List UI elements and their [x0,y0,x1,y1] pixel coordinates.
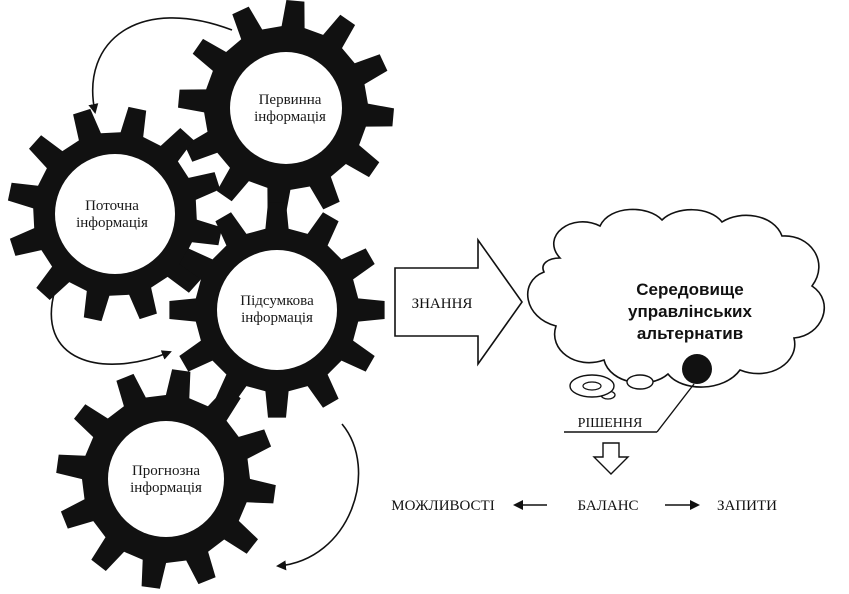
gear-primary-label-1: Первинна [259,92,322,108]
gear-summary-label-2: інформація [241,310,313,326]
gear-current-label-1: Поточна [85,198,139,214]
decision-point-icon [682,354,712,384]
opportunities-label: МОЖЛИВОСТІ [391,498,494,514]
gear-primary: Первинна інформація [178,0,394,216]
gear-primary-label-2: інформація [254,109,326,125]
cloud-title-line-2: управлінських [628,302,752,321]
requests-label: ЗАПИТИ [717,498,777,514]
gear-current-label-2: інформація [76,215,148,231]
gear-forecast: Прогнозна інформація [56,369,276,589]
cycle-arrow-top [88,17,233,114]
balance-row: МОЖЛИВОСТІ БАЛАНС ЗАПИТИ [391,498,777,514]
decision-label: РІШЕННЯ [578,416,643,431]
cycle-arrow-right [276,423,360,571]
thought-puff-large [626,374,654,390]
cloud-title-line-3: альтернатив [637,324,743,343]
cycle-arrow-left [50,289,172,365]
gear-summary: Підсумкова інформація [169,202,385,418]
knowledge-arrow: ЗНАННЯ [394,237,523,367]
knowledge-label: ЗНАННЯ [412,296,473,312]
gear-forecast-label-1: Прогнозна [132,463,200,479]
alternatives-cloud: Середовище управлінських альтернатив [526,208,825,400]
gear-current: Поточна інформація [7,106,223,322]
gear-forecast-label-2: інформація [130,480,202,496]
disc-object [569,374,615,398]
balance-label: БАЛАНС [577,498,638,514]
decision-callout: РІШЕННЯ [564,383,695,433]
gear-summary-label-1: Підсумкова [240,293,314,309]
cloud-title-line-1: Середовище [636,280,743,299]
down-arrow-icon [592,442,630,475]
